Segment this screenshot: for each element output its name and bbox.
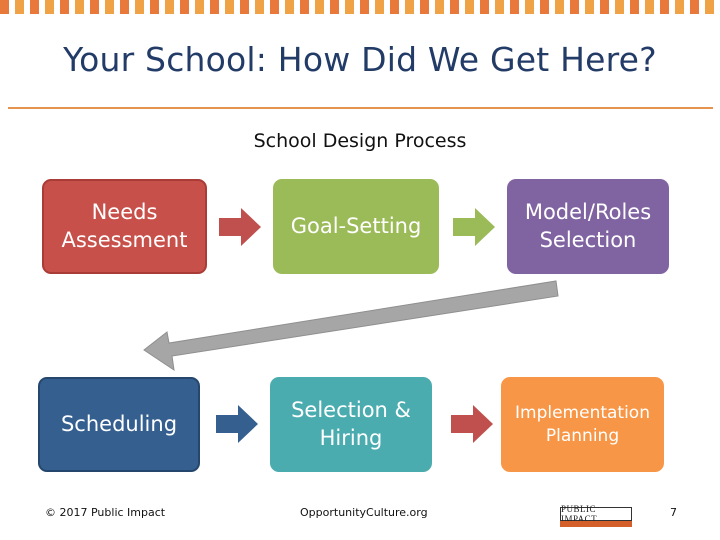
- logo-wordmark: PUBLIC IMPACT: [560, 504, 632, 524]
- arrow-right-icon: [219, 208, 261, 246]
- return-arrow-shape: [143, 280, 559, 372]
- step-model-roles-selection: Model/Roles Selection: [507, 179, 669, 274]
- step-scheduling: Scheduling: [38, 377, 200, 472]
- footer-copyright: © 2017 Public Impact: [45, 506, 166, 519]
- title-divider: [8, 107, 713, 109]
- page-title: Your School: How Did We Get Here?: [63, 40, 657, 79]
- arrow-right-icon: [453, 208, 495, 246]
- arrow-right-icon: [451, 405, 493, 443]
- step-goal-setting: Goal-Setting: [273, 179, 439, 274]
- decorative-top-stripe: [0, 0, 720, 14]
- step-implementation-planning: Implementation Planning: [501, 377, 664, 472]
- footer-site-link[interactable]: OpportunityCulture.org: [300, 506, 428, 519]
- arrow-right-icon: [216, 405, 258, 443]
- page-number: 7: [670, 506, 677, 519]
- diagram-subtitle: School Design Process: [253, 130, 467, 152]
- step-selection-hiring: Selection & Hiring: [270, 377, 432, 472]
- step-needs-assessment: Needs Assessment: [42, 179, 207, 274]
- public-impact-logo: PUBLIC IMPACT: [560, 504, 632, 527]
- logo-bar: [560, 521, 632, 527]
